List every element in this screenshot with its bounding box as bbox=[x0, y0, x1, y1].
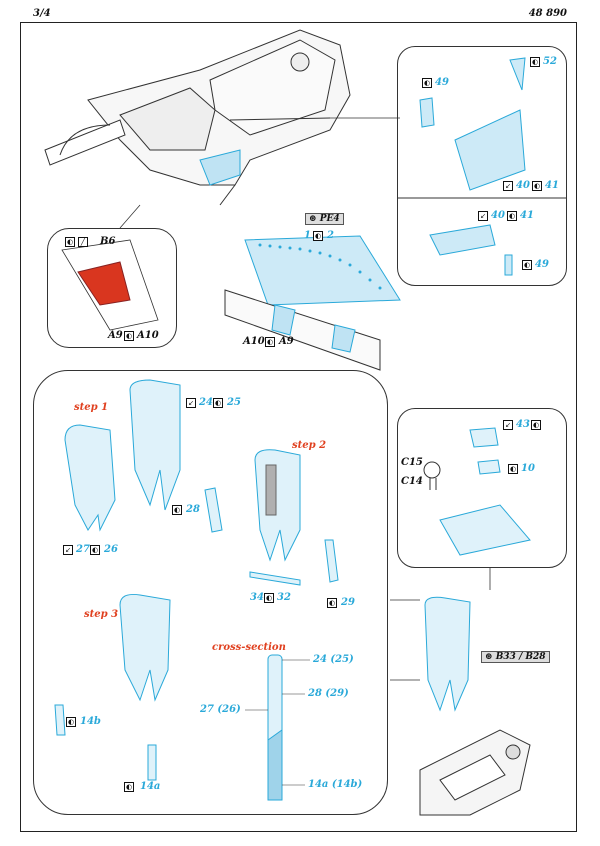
two-sides-icon: ◐ bbox=[422, 78, 432, 88]
catalog-number: 48 890 bbox=[528, 8, 567, 19]
label-24: 24 bbox=[199, 397, 213, 408]
panel-left-detail bbox=[47, 228, 177, 348]
two-sides-icon: ◐ bbox=[530, 57, 540, 67]
label-49-top: 49 bbox=[435, 77, 449, 88]
pe4-badge: ⊛ PE4 bbox=[305, 213, 344, 225]
panel-canopy-detail bbox=[397, 408, 567, 568]
two-sides-icon: ◐ bbox=[522, 260, 532, 270]
step2-panel bbox=[204, 449, 339, 586]
label-25: 25 bbox=[227, 397, 241, 408]
label-40-bottom: 40 bbox=[491, 210, 505, 221]
label-27: 27 bbox=[76, 544, 90, 555]
two-sides-icon: ◐ bbox=[313, 231, 323, 241]
label-a10-rail: A10 bbox=[243, 336, 265, 347]
cross-section-leaders bbox=[245, 659, 310, 786]
step2-title: step 2 bbox=[292, 440, 327, 451]
label-a9-rail: A9 bbox=[279, 336, 294, 347]
label-28: 28 bbox=[186, 504, 200, 515]
label-b6: B6 bbox=[100, 236, 116, 247]
leader-lines bbox=[119, 117, 491, 681]
two-sides-icon: ◐ bbox=[531, 420, 541, 430]
label-c15: C15 bbox=[401, 457, 423, 468]
label-c14: C14 bbox=[401, 476, 423, 487]
panel-parts-top bbox=[419, 57, 526, 276]
two-sides-icon: ◐ bbox=[507, 211, 517, 221]
bend-icon: ↙ bbox=[63, 545, 73, 555]
label-49-bottom: 49 bbox=[535, 259, 549, 270]
label-14a: 14a bbox=[140, 781, 161, 792]
label-10: 10 bbox=[521, 463, 535, 474]
label-a10-left: A10 bbox=[137, 330, 159, 341]
two-sides-icon: ◐ bbox=[66, 717, 76, 727]
two-sides-icon: ◐ bbox=[65, 237, 75, 247]
two-sides-icon: ◐ bbox=[532, 181, 542, 191]
panel-main-steps bbox=[33, 370, 388, 815]
instruction-frame bbox=[20, 22, 577, 832]
label-29: 29 bbox=[341, 597, 355, 608]
b33-b28-badge: ⊛ B33 / B28 bbox=[481, 651, 550, 663]
label-52: 52 bbox=[543, 56, 557, 67]
cross-section-24: 24 (25) bbox=[313, 654, 354, 665]
cross-section-title: cross-section bbox=[212, 642, 286, 653]
cross-section-strip bbox=[267, 654, 283, 801]
step1-panels bbox=[64, 379, 181, 532]
two-sides-icon: ◐ bbox=[172, 505, 182, 515]
cockpit-rail-sketch bbox=[224, 289, 381, 371]
label-34: 34 bbox=[250, 592, 264, 603]
canopy-knob bbox=[423, 461, 441, 490]
two-sides-icon: ◐ bbox=[264, 593, 274, 603]
two-sides-icon: ◐ bbox=[327, 598, 337, 608]
cross-section-14: 14a (14b) bbox=[308, 779, 363, 790]
b33-b28-label: B33 / B28 bbox=[495, 652, 546, 662]
two-sides-icon: ◐ bbox=[508, 464, 518, 474]
label-26: 26 bbox=[104, 544, 118, 555]
step3-panel bbox=[54, 594, 171, 781]
page-number: 3/4 bbox=[33, 8, 51, 19]
label-41-top: 41 bbox=[545, 180, 559, 191]
canopy-detail-parts bbox=[439, 427, 531, 556]
two-sides-icon: ◐ bbox=[124, 331, 134, 341]
panel-top-right bbox=[397, 46, 567, 286]
assembled-panel bbox=[424, 596, 471, 712]
cross-section-27: 27 (26) bbox=[200, 704, 241, 715]
label-32: 32 bbox=[277, 592, 291, 603]
pe4-label: PE4 bbox=[319, 214, 340, 224]
step1-title: step 1 bbox=[74, 402, 109, 413]
bend-icon: ↙ bbox=[478, 211, 488, 221]
fuselage-sketch bbox=[44, 29, 351, 206]
remove-plastic-icon: ╱ bbox=[78, 237, 88, 247]
bend-icon: ↙ bbox=[503, 420, 513, 430]
two-sides-icon: ◐ bbox=[213, 398, 223, 408]
page-header: 3/4 48 890 bbox=[33, 8, 567, 22]
two-sides-icon: ◐ bbox=[90, 545, 100, 555]
label-40-top: 40 bbox=[516, 180, 530, 191]
two-sides-icon: ◐ bbox=[265, 337, 275, 347]
label-a9-left: A9 bbox=[108, 330, 123, 341]
label-14b: 14b bbox=[80, 716, 101, 727]
pe4-strip bbox=[244, 235, 401, 306]
cross-section-28: 28 (29) bbox=[308, 688, 349, 699]
step3-title: step 3 bbox=[84, 609, 119, 620]
label-43: 43 bbox=[516, 419, 530, 430]
label-2: 2 bbox=[327, 230, 334, 241]
label-1: 1 bbox=[304, 230, 311, 241]
bend-icon: ↙ bbox=[503, 181, 513, 191]
fuselage-bottom-sketch bbox=[419, 729, 531, 816]
label-41-bottom: 41 bbox=[520, 210, 534, 221]
bend-icon: ↙ bbox=[186, 398, 196, 408]
part-b6-drawing bbox=[61, 239, 159, 331]
two-sides-icon: ◐ bbox=[124, 782, 134, 792]
